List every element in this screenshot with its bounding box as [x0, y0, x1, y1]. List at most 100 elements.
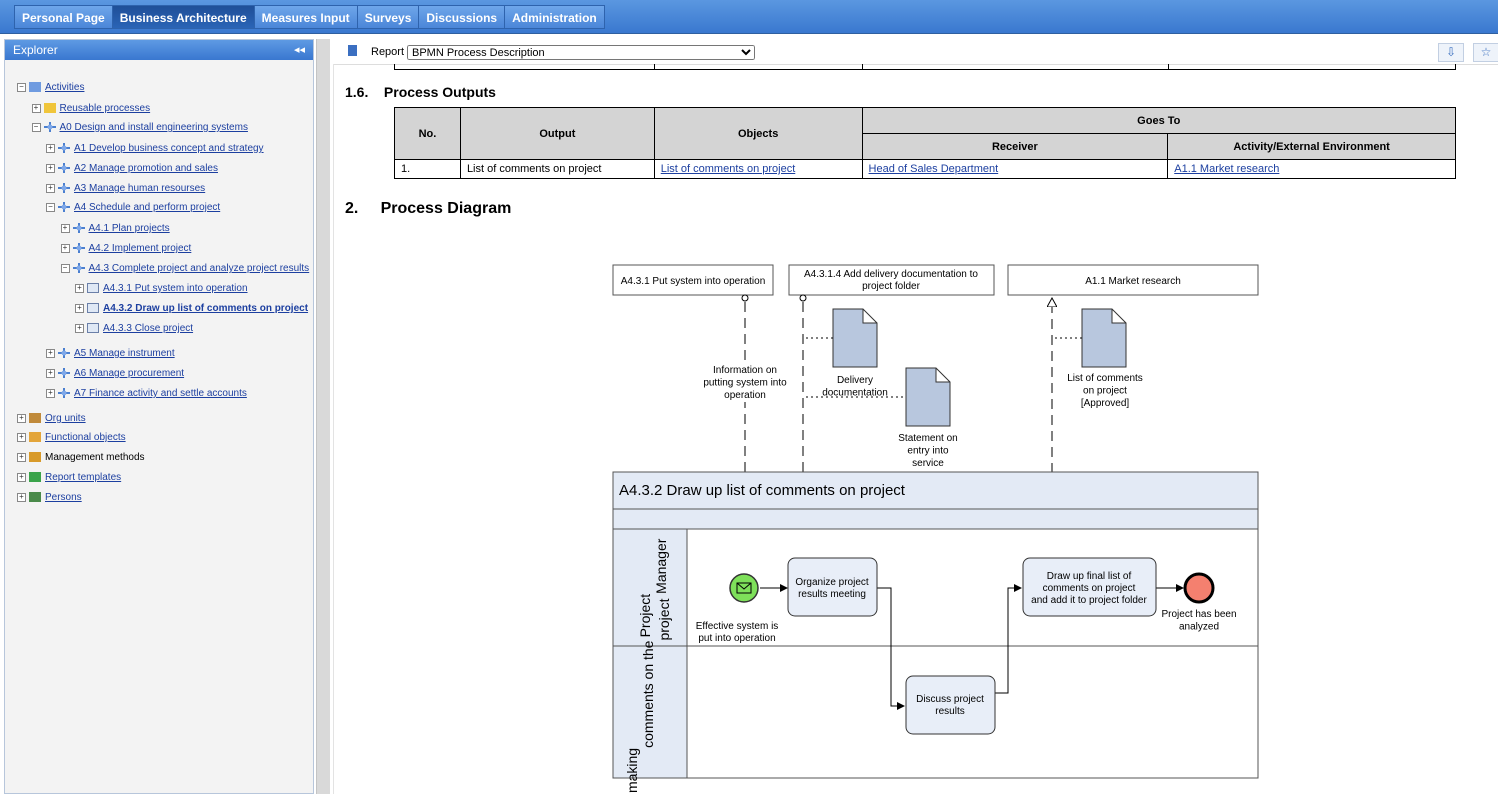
tree-node-label[interactable]: Persons [45, 492, 82, 503]
nav-tab-business-architecture[interactable]: Business Architecture [111, 5, 254, 29]
expand-toggle-icon[interactable]: + [60, 223, 70, 233]
external-activity-box[interactable]: A1.1 Market research [1007, 264, 1259, 296]
expand-toggle-icon[interactable]: + [46, 183, 55, 193]
tree-node[interactable]: − A4.3 Complete project and analyze proje… [60, 262, 310, 276]
tree-node-label[interactable]: A4.2 Implement project [88, 243, 192, 254]
gear-icon [29, 452, 41, 463]
tree-node-label[interactable]: A4.3 Complete project and analyze projec… [88, 263, 310, 274]
collapse-panel-icon[interactable]: ◂◂ [293, 44, 305, 56]
tree-node-label[interactable]: A4.3.1 Put system into operation [103, 283, 248, 294]
report-toolbar: Report BPMN Process Description ⇩ ☆ [333, 40, 1498, 65]
tree-node[interactable]: − Activities [17, 81, 84, 95]
tree-node[interactable]: − A0 Design and install engineering syste… [31, 121, 248, 135]
expand-toggle-icon[interactable]: + [17, 492, 26, 502]
tree-node-label[interactable]: A2 Manage promotion and sales [74, 163, 218, 174]
tree-node[interactable]: + Management methods [17, 451, 145, 465]
tree-node-label[interactable]: Report templates [45, 472, 122, 483]
tree-node-label[interactable]: Management methods [45, 452, 145, 463]
receiver-link[interactable]: Head of Sales Department [868, 163, 999, 175]
end-event[interactable] [1183, 572, 1215, 604]
tree-node[interactable]: + A1 Develop business concept and strateg… [46, 142, 264, 156]
tree-node[interactable]: + Reusable processes [31, 102, 151, 116]
tree-node-label[interactable]: Activities [45, 82, 85, 93]
tree-node[interactable]: + Persons [17, 491, 82, 505]
tree-node-label[interactable]: Functional objects [45, 432, 126, 443]
diagram-icon [87, 283, 99, 294]
report-select[interactable]: BPMN Process Description [407, 45, 755, 60]
tree-node[interactable]: + A4.1 Plan projects [60, 222, 170, 236]
collapse-toggle-icon[interactable]: − [46, 202, 55, 212]
tree-node[interactable]: + Functional objects [17, 431, 126, 445]
favorite-button[interactable]: ☆ [1473, 43, 1498, 62]
persons-icon [29, 492, 41, 503]
start-event[interactable] [729, 573, 759, 603]
tree-node-label[interactable]: A4.3.2 Draw up list of comments on proje… [103, 303, 309, 314]
tree-node[interactable]: + A3 Manage human resourses [46, 182, 205, 196]
tree-node[interactable]: + A4.3.2 Draw up list of comments on proj… [75, 302, 308, 316]
tree-node-label[interactable]: A3 Manage human resourses [74, 183, 206, 194]
tree-node[interactable]: − A4 Schedule and perform project [46, 201, 220, 215]
tree-node[interactable]: + A4.2 Implement project [60, 242, 192, 256]
objects-link[interactable]: List of comments on project [660, 163, 796, 175]
expand-toggle-icon[interactable]: + [31, 103, 41, 113]
header-no: No. [394, 107, 461, 160]
tree-node-label[interactable]: A4.3.3 Close project [103, 323, 194, 334]
expand-toggle-icon[interactable]: + [17, 432, 26, 442]
nav-tab-discussions[interactable]: Discussions [418, 5, 505, 29]
tree-node-label[interactable]: Org units [45, 413, 86, 424]
tree-node-label[interactable]: A6 Manage procurement [74, 368, 185, 379]
expand-toggle-icon[interactable]: + [17, 452, 26, 462]
process-icon [58, 368, 70, 379]
expand-toggle-icon[interactable]: + [75, 303, 84, 313]
tree-node[interactable]: + A2 Manage promotion and sales [46, 162, 218, 176]
panel-splitter[interactable] [316, 39, 330, 794]
expand-toggle-icon[interactable]: + [17, 472, 26, 482]
tree-node[interactable]: + A7 Finance activity and settle accounts [46, 387, 247, 401]
expand-toggle-icon[interactable]: + [75, 323, 84, 333]
expand-toggle-icon[interactable]: + [46, 368, 55, 378]
expand-toggle-icon[interactable]: + [60, 243, 70, 253]
expand-toggle-icon[interactable]: + [46, 143, 55, 153]
expand-toggle-icon[interactable]: + [46, 388, 55, 398]
tree-node-label[interactable]: A0 Design and install engineering system… [59, 122, 248, 133]
collapse-toggle-icon[interactable]: − [31, 122, 41, 132]
tree-node[interactable]: + Report templates [17, 471, 121, 485]
tree-node[interactable]: + Org units [17, 412, 86, 426]
nav-tab-measures-input[interactable]: Measures Input [253, 5, 357, 29]
expand-toggle-icon[interactable]: + [75, 283, 84, 293]
external-activity-box[interactable]: A4.3.1 Put system into operation [612, 264, 774, 296]
activity-link[interactable]: A1.1 Market research [1174, 163, 1280, 175]
nav-tab-personal-page[interactable]: Personal Page [14, 5, 112, 29]
tree-node[interactable]: + A5 Manage instrument [46, 347, 175, 361]
external-activity-label: A1.1 Market research [1085, 276, 1181, 287]
expand-toggle-icon[interactable]: + [46, 163, 55, 173]
process-icon [58, 143, 70, 154]
collapse-toggle-icon[interactable]: − [17, 82, 26, 92]
expand-toggle-icon[interactable]: + [46, 348, 55, 358]
tree-node-label[interactable]: A5 Manage instrument [74, 348, 175, 359]
external-activity-label: A4.3.1 Put system into operation [621, 276, 766, 287]
tree-node-label[interactable]: A7 Finance activity and settle accounts [74, 388, 247, 399]
nav-tab-administration[interactable]: Administration [504, 5, 605, 29]
tree-node-label[interactable]: A4 Schedule and perform project [74, 202, 221, 213]
expand-toggle-icon[interactable]: + [17, 413, 26, 423]
tree-node-label[interactable]: A1 Develop business concept and strategy [74, 143, 264, 154]
nav-tab-surveys[interactable]: Surveys [356, 5, 419, 29]
collapse-toggle-icon[interactable]: − [60, 263, 70, 273]
tree-node[interactable]: + A6 Manage procurement [46, 367, 184, 381]
tree-node[interactable]: + A4.3.3 Close project [75, 322, 193, 336]
cell-output: List of comments on project [459, 159, 655, 179]
tree-node[interactable]: + A4.3.1 Put system into operation [75, 282, 248, 296]
tree-node-label[interactable]: A4.1 Plan projects [88, 223, 170, 234]
tree-node-label[interactable]: Reusable processes [59, 103, 151, 114]
export-button[interactable]: ⇩ [1438, 43, 1464, 62]
